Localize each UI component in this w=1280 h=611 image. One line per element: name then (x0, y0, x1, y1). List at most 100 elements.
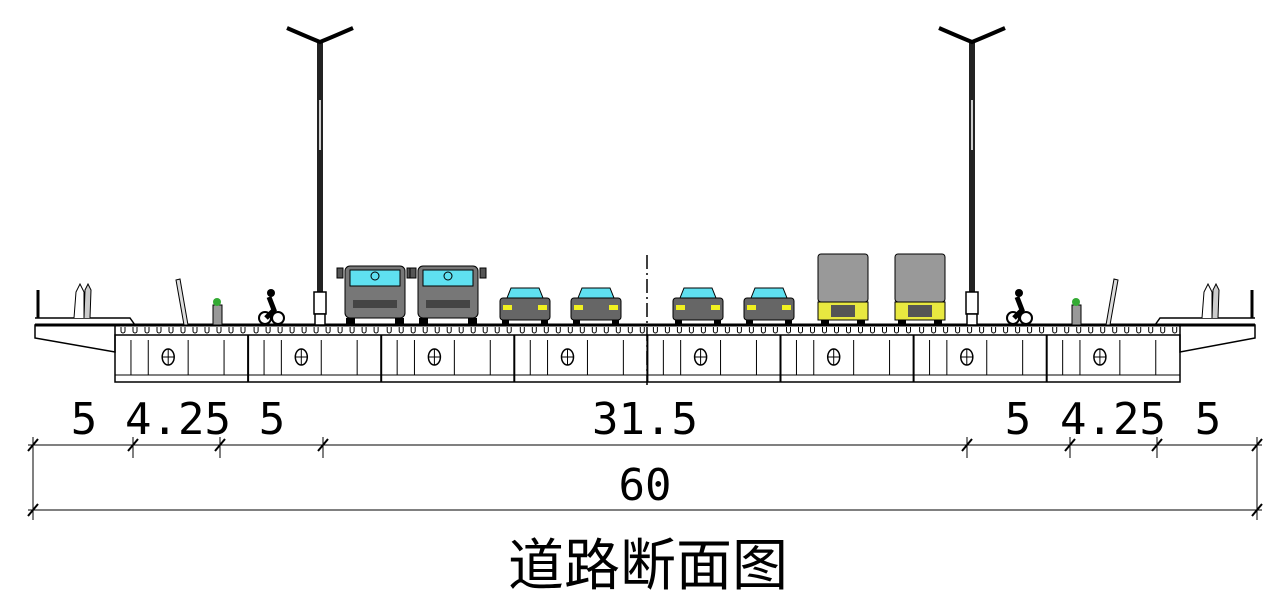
deck-rib (1124, 327, 1130, 334)
planter-icon (1071, 304, 1082, 326)
street-lamps (286, 26, 1006, 326)
deck-rib (470, 327, 476, 334)
deck-rib (991, 327, 997, 334)
deck-rib (337, 327, 343, 334)
deck-rib (858, 327, 863, 334)
deck-rib (967, 327, 973, 334)
deck-rib (627, 327, 633, 334)
deck-rib (482, 327, 488, 334)
box-girder (114, 327, 1181, 383)
deck-rib (786, 327, 791, 334)
deck-rib (253, 327, 259, 334)
deck-rib (531, 327, 537, 334)
headlight (609, 305, 618, 310)
dim-sidewalk-right: 5 (1195, 394, 1222, 445)
deck-rib (724, 327, 730, 334)
van-windshield (349, 269, 401, 287)
deck-rib (422, 327, 428, 334)
deck-rib (894, 327, 899, 334)
deck-rib (434, 327, 440, 334)
deck-rib (313, 327, 319, 334)
deck-rib (506, 327, 512, 334)
deck-rib (906, 327, 911, 334)
lamp-pole-highlight (971, 100, 973, 150)
dimension-tick (1151, 438, 1163, 452)
deck-rib (700, 327, 706, 334)
deck-rib (955, 327, 961, 334)
deck-rib (639, 327, 645, 334)
deck-rib (1015, 327, 1021, 334)
van-grille (353, 300, 397, 308)
mirror (336, 267, 344, 279)
deck-rib (458, 327, 464, 334)
deck-rib (204, 327, 210, 334)
truck-grille (908, 305, 932, 317)
deck-rib (772, 327, 778, 334)
deck-rib (373, 327, 379, 334)
deck-rib (325, 327, 331, 334)
deck-rib (240, 327, 246, 334)
planter-icon (212, 304, 223, 326)
deck-rib (1172, 327, 1178, 334)
deck-rib (228, 327, 234, 334)
deck-rib (834, 327, 839, 334)
dim-total: 60 (619, 460, 672, 511)
lamp-pole (317, 40, 323, 325)
deck-rib (736, 327, 742, 334)
deck-rib (144, 327, 150, 334)
deck-rib (919, 327, 925, 334)
deck-rib (615, 327, 621, 334)
car-windshield (679, 287, 717, 299)
headlight (747, 305, 756, 310)
drawing-title: 道路断面图 (508, 534, 788, 599)
deck-rib (361, 327, 367, 334)
truck-grille (831, 305, 855, 317)
deck-rib (882, 327, 887, 334)
van-grille (426, 300, 470, 308)
deck-rib (652, 327, 658, 334)
wheel (821, 320, 829, 325)
cyclist-icon (1015, 289, 1023, 297)
car-icon (499, 297, 551, 321)
truck-icon (894, 253, 946, 303)
deck-rib (846, 327, 851, 334)
wheel (898, 320, 906, 325)
dimension-tick (1064, 438, 1076, 452)
deck-rib (1088, 327, 1094, 334)
car-icon (672, 297, 724, 321)
deck-rib (519, 327, 525, 334)
deck-rib (664, 327, 670, 334)
deck-rib (712, 327, 718, 334)
pedestrian-icon (1211, 282, 1220, 319)
deck-rib (603, 327, 609, 334)
dim-sidewalk-left: 5 (71, 394, 98, 445)
sidewalk-right (1154, 317, 1255, 326)
deck-rib (156, 327, 162, 334)
car-icon (743, 297, 795, 321)
deck-rib (1076, 327, 1082, 334)
headlight (711, 305, 720, 310)
dim-bike-right: 5 (1005, 394, 1032, 445)
deck-rib (398, 327, 404, 334)
dim-carriageway: 31.5 (592, 394, 698, 445)
cyclist-icon (1012, 296, 1025, 320)
deck-rib (1052, 327, 1058, 334)
deck-rib (676, 327, 682, 334)
deck-rib (931, 327, 937, 334)
wheel (419, 318, 428, 325)
deck-rib (1136, 327, 1142, 334)
deck-rib (1064, 327, 1070, 334)
deck-rib (180, 327, 186, 334)
deck-rib (192, 327, 198, 334)
dimension-tick (961, 438, 973, 452)
deck-rib (168, 327, 174, 334)
vehicles (336, 253, 946, 325)
sidewalk-left (35, 317, 136, 326)
lamp-base (313, 291, 327, 315)
cantilever-left (34, 324, 116, 353)
deck-rib (760, 327, 766, 334)
sidewalk-features (73, 278, 1220, 326)
deck-rib (810, 327, 815, 334)
deck-rib (494, 327, 500, 334)
